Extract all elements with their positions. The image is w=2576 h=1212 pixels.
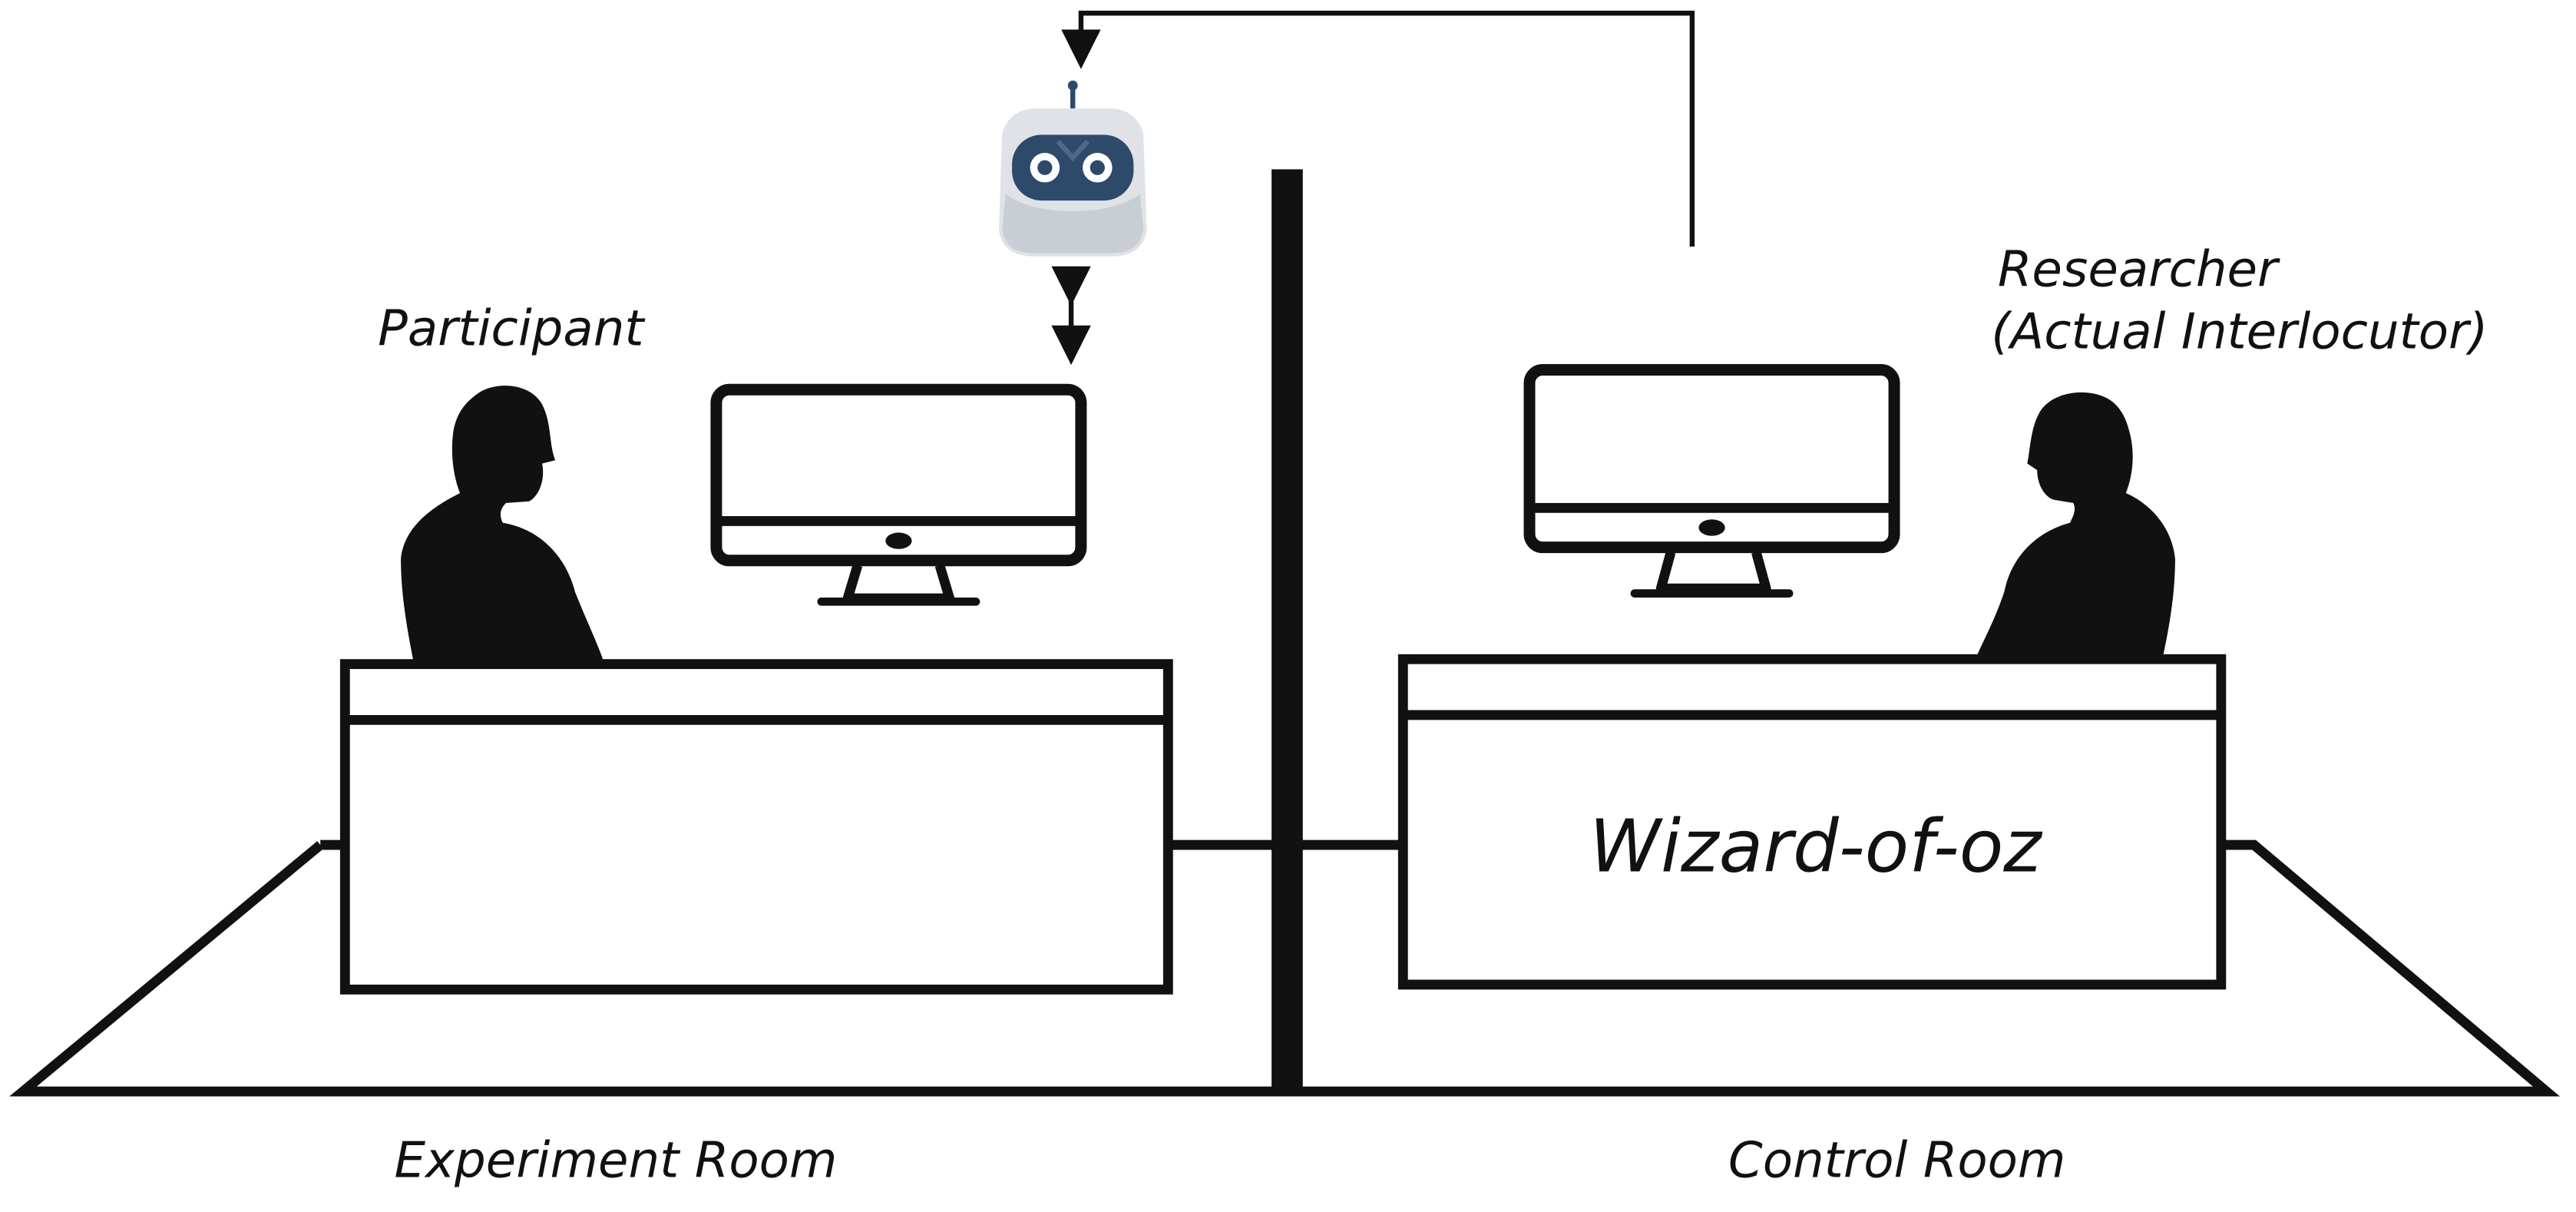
participant-monitor-icon [710,383,1087,606]
room-divider-wall [1271,169,1303,1095]
participant-person-icon [401,386,605,664]
experiment-room-label: Experiment Room [395,1131,838,1189]
wizard-desk: Wizard-of-oz [1397,654,2227,990]
researcher-sublabel: (Actual Interlocutor) [1991,303,2488,361]
participant-label: Participant [378,300,646,357]
researcher-label: Researcher [1998,240,2280,298]
wizard-desk-label: Wizard-of-oz [1589,805,2043,889]
participant-desk [339,659,1173,995]
control-room-label: Control Room [1728,1131,2065,1189]
researcher-monitor-icon [1523,364,1900,598]
robot-icon [998,80,1147,257]
researcher-person-icon [1974,392,2175,661]
control-to-robot-connector [1061,10,1695,247]
